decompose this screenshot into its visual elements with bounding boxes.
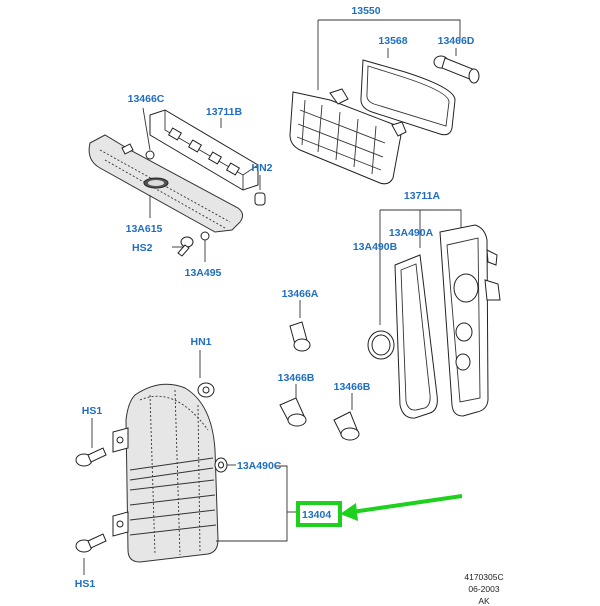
bulb-13466B-left — [279, 384, 307, 427]
label-13711B: 13711B — [206, 106, 243, 118]
label-13568: 13568 — [378, 35, 407, 47]
label-13711A: 13711A — [404, 190, 441, 202]
screw-HS1-top — [75, 447, 107, 467]
socket-plate-13711A — [439, 224, 489, 417]
footer-suffix: AK — [478, 596, 490, 606]
label-13466C: 13466C — [128, 93, 165, 105]
bulb-13466B-right — [333, 393, 360, 441]
tail-lamp-13404 — [125, 383, 219, 563]
footer-code: 4170305C — [464, 572, 503, 582]
side-marker-lamp-group — [289, 19, 480, 185]
tail-lamp-group — [75, 350, 300, 575]
label-HN1: HN1 — [190, 336, 211, 348]
screw-HS2 — [177, 236, 194, 257]
label-13A615: 13A615 — [126, 223, 163, 235]
label-13550: 13550 — [351, 5, 380, 17]
gasket-13568 — [360, 59, 456, 136]
washer-13A495 — [200, 231, 210, 241]
footer-date: 06-2003 — [468, 584, 499, 594]
label-13466A: 13466A — [282, 288, 319, 300]
label-HS2: HS2 — [132, 242, 153, 254]
bulb-13466A — [289, 300, 311, 352]
label-HS1-top: HS1 — [82, 405, 103, 417]
bulb-13466D — [433, 55, 480, 84]
label-13A490B: 13A490B — [353, 241, 398, 253]
label-13A495: 13A495 — [185, 267, 222, 279]
screw-HS1-bottom — [75, 533, 107, 553]
nut-HN2 — [254, 192, 266, 206]
highlight-callout — [296, 494, 463, 527]
socket-plate-group — [367, 209, 501, 419]
label-13466D: 13466D — [438, 35, 475, 47]
highlight-arrow-head — [340, 503, 358, 521]
label-13404: 13404 — [302, 509, 331, 521]
label-HN2: HN2 — [251, 162, 272, 174]
nut-HN1 — [197, 382, 215, 398]
label-13A490C: 13A490C — [237, 460, 282, 472]
highlight-arrow-shaft — [351, 494, 463, 514]
label-13466B-left: 13466B — [278, 372, 315, 384]
label-13A490A: 13A490A — [389, 227, 434, 239]
label-13466B-right: 13466B — [334, 381, 371, 393]
high-mount-lamp-group — [88, 107, 266, 262]
label-HS1-bottom: HS1 — [75, 578, 96, 590]
gasket-13A490A — [394, 254, 438, 419]
